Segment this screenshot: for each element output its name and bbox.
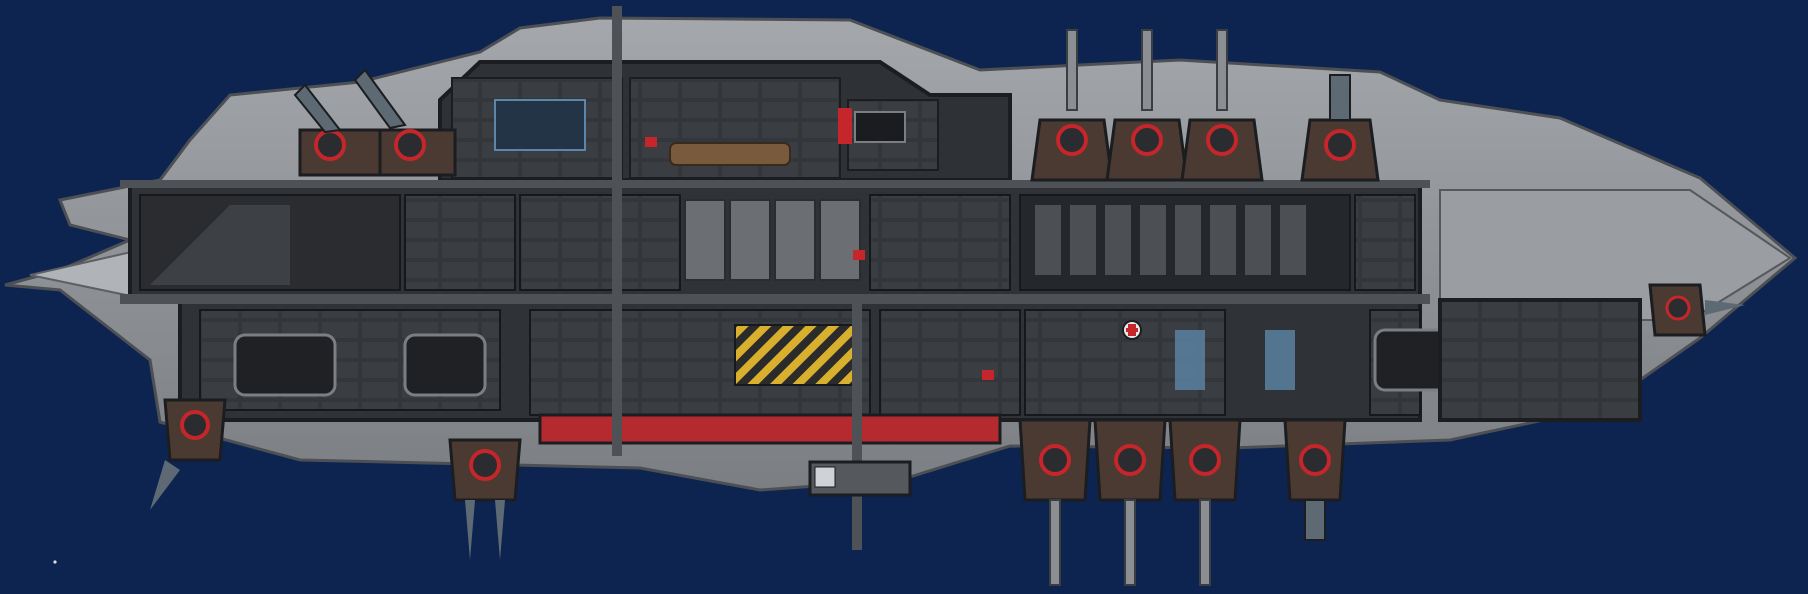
- lower-deck: [178, 298, 1642, 445]
- alert-icon: [853, 250, 865, 260]
- cannon-turret: [1168, 418, 1242, 586]
- side-turret: [1648, 283, 1745, 337]
- engine-unit: [403, 333, 487, 397]
- red-locker: [838, 108, 852, 144]
- window-glass: [494, 99, 586, 151]
- side-turret: [150, 398, 227, 510]
- console-screen: [854, 111, 906, 143]
- cannon-turret: [1018, 418, 1092, 586]
- star: [53, 560, 57, 564]
- alert-icon: [982, 370, 994, 380]
- medbay-room: [869, 194, 1011, 291]
- stasis-pod: [1265, 330, 1295, 390]
- cannon-turret: [1300, 74, 1380, 182]
- top-cannons: [1030, 29, 1380, 182]
- cannon-turret: [1180, 29, 1264, 182]
- cannon-turret: [1283, 418, 1347, 541]
- stasis-pod: [1175, 330, 1205, 390]
- main-deck: [128, 181, 1422, 300]
- engine-unit: [233, 333, 337, 397]
- oxygen-room: [519, 194, 681, 291]
- couch: [669, 142, 791, 166]
- alert-icon: [645, 137, 657, 147]
- side-turrets: [150, 283, 1745, 560]
- hazard-panel: [734, 324, 856, 386]
- bottom-cannons: [1018, 418, 1347, 586]
- cannon-turret: [1105, 29, 1189, 182]
- locker-row: [684, 199, 861, 281]
- docking-hatch: [808, 460, 912, 497]
- cannon-turret: [1093, 418, 1167, 586]
- medbay-icon: [1126, 328, 1138, 332]
- red-floor-strip: [538, 413, 1002, 445]
- shield-room: [404, 194, 516, 291]
- structural-rails: [120, 6, 1430, 550]
- side-turret: [448, 438, 522, 560]
- weapon-racks: [1035, 205, 1306, 275]
- missile-pods: [293, 68, 457, 177]
- room-icons: [645, 137, 1142, 380]
- upper-deck: [438, 60, 1012, 182]
